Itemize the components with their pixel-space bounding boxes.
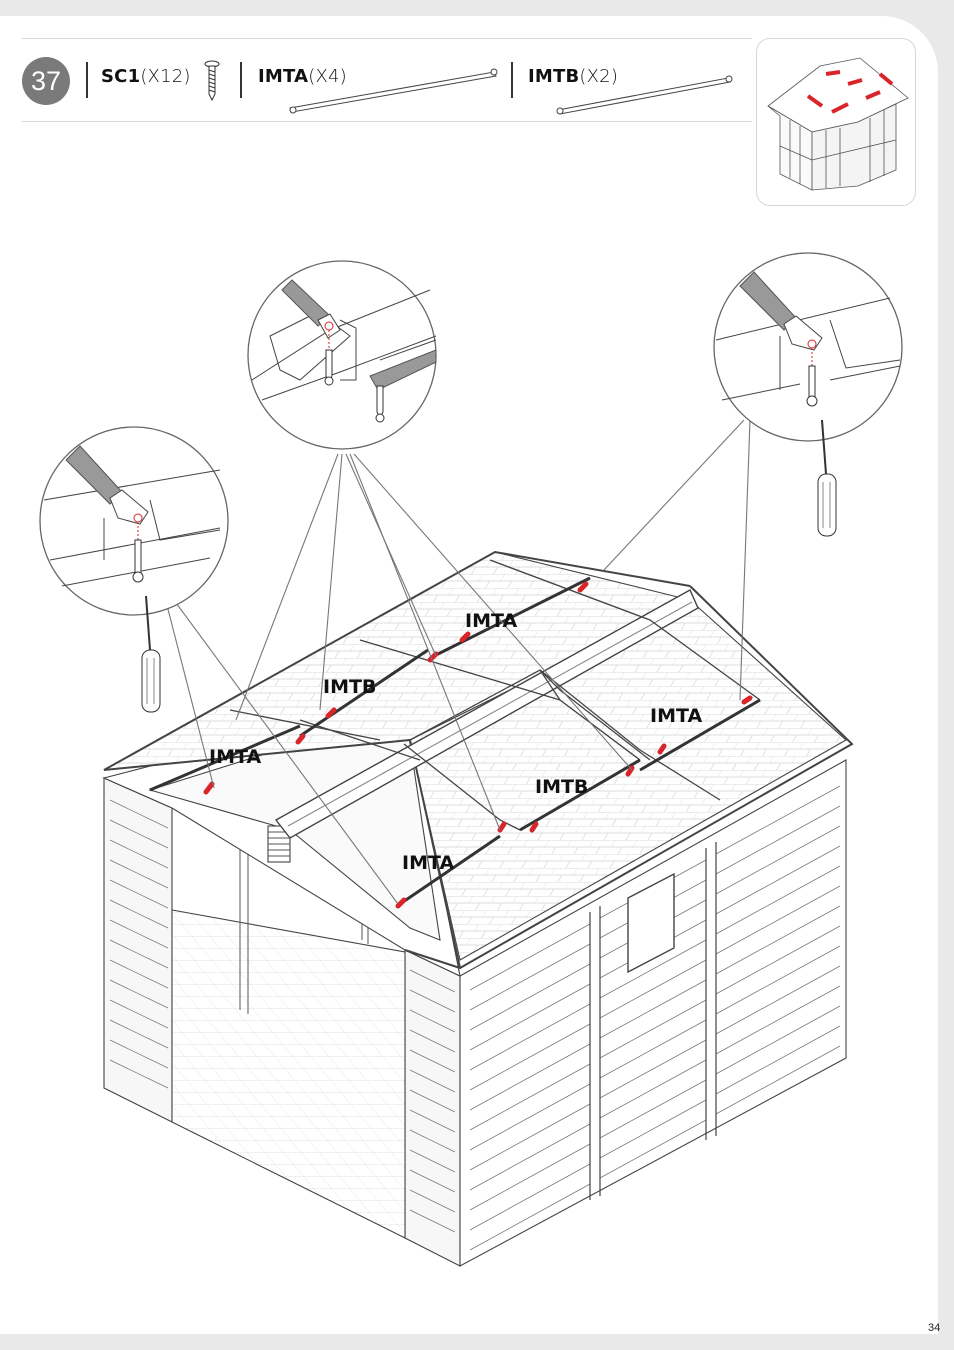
part-imta-label: IMTA(X4) bbox=[258, 66, 347, 87]
detail-leader-lines bbox=[161, 419, 751, 905]
callout-imtb: IMTB bbox=[323, 676, 377, 698]
callout-imta: IMTA bbox=[465, 610, 518, 632]
callout-imta: IMTA bbox=[402, 852, 455, 874]
header-top-rule bbox=[22, 38, 752, 39]
overview-shed-thumbnail bbox=[767, 57, 909, 191]
shed-body bbox=[102, 550, 854, 1267]
part-quantity: (X2) bbox=[579, 66, 619, 87]
part-quantity: (X12) bbox=[140, 66, 191, 87]
callout-imtb: IMTB bbox=[535, 776, 589, 798]
screwdriver-icon bbox=[141, 595, 161, 713]
detail-circle-center bbox=[247, 260, 437, 450]
part-sc1-label: SC1(X12) bbox=[101, 66, 191, 87]
page-bottom-margin bbox=[0, 1334, 954, 1350]
strap-imtb-icon bbox=[556, 75, 733, 115]
part-quantity: (X4) bbox=[308, 66, 347, 87]
header-separator bbox=[240, 62, 242, 98]
gable-vent bbox=[267, 825, 291, 863]
callout-imta: IMTA bbox=[650, 705, 703, 727]
strap-imta-icon bbox=[289, 68, 498, 114]
part-code: IMTB bbox=[528, 66, 580, 87]
part-code: IMTA bbox=[258, 66, 309, 87]
detail-circle-right bbox=[713, 252, 903, 442]
header-bottom-rule bbox=[22, 121, 752, 122]
screwdriver-icon bbox=[817, 419, 837, 537]
screw-sc1-icon bbox=[204, 60, 220, 102]
step-number-badge: 37 bbox=[22, 57, 70, 105]
part-imtb-label: IMTB(X2) bbox=[528, 66, 618, 87]
header-separator bbox=[86, 62, 88, 98]
callout-imta: IMTA bbox=[209, 746, 262, 768]
part-code: SC1 bbox=[101, 66, 141, 87]
detail-circle-left bbox=[39, 426, 229, 616]
page-number: 34 bbox=[928, 1322, 941, 1334]
header-separator bbox=[511, 62, 513, 98]
